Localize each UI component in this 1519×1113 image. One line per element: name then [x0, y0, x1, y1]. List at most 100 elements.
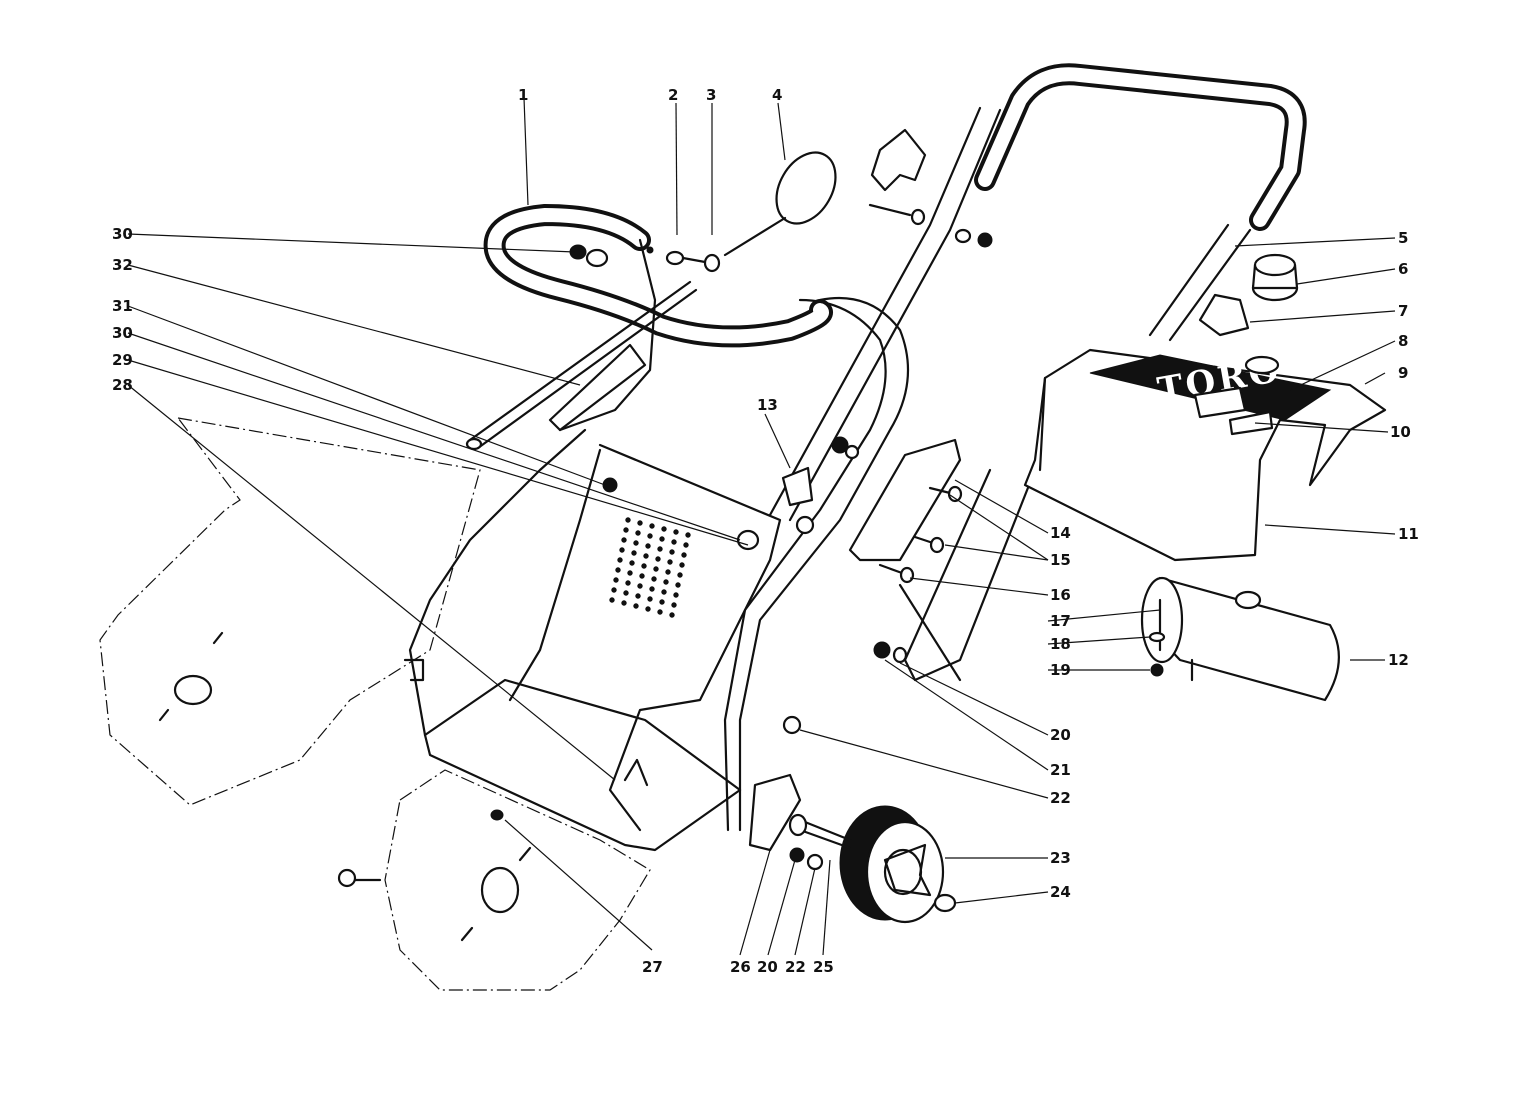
side-plate-lower — [384, 769, 651, 991]
callout-26: 26 — [730, 958, 751, 976]
perforation-hole — [657, 609, 663, 615]
perforation-hole — [649, 586, 655, 592]
callout-25: 25 — [813, 958, 834, 976]
perforation-hole — [621, 600, 627, 606]
bracket-plate — [831, 436, 962, 562]
perforation-hole — [661, 589, 667, 595]
perforation-hole — [615, 567, 621, 573]
callout-2: 2 — [668, 86, 678, 104]
perforation-hole — [621, 537, 627, 543]
perforation-hole — [625, 580, 631, 586]
callout-22-right: 22 — [1050, 789, 1071, 807]
perforation-hole — [627, 570, 633, 576]
callout-8: 8 — [1398, 332, 1408, 350]
perforation-hole — [619, 547, 625, 553]
fuel-tank — [1140, 576, 1340, 702]
callout-17: 17 — [1050, 612, 1071, 630]
perforation-hole — [685, 532, 691, 538]
handle-knob-bolt — [868, 128, 993, 248]
perforation-hole — [675, 582, 681, 588]
perforation-hole — [683, 542, 689, 548]
perforation-hole — [643, 553, 649, 559]
callout-16: 16 — [1050, 586, 1071, 604]
perforation-hole — [623, 527, 629, 533]
perforation-hole — [611, 587, 617, 593]
callout-30-lower: 30 — [112, 324, 133, 342]
perforation-hole — [667, 559, 673, 565]
perforation-hole — [671, 602, 677, 608]
ring-pin — [723, 151, 837, 257]
callout-numbers: 1 2 3 4 5 6 7 8 9 10 11 12 13 14 15 16 1… — [112, 86, 1419, 976]
callout-10: 10 — [1390, 423, 1411, 441]
perforation-hole — [679, 562, 685, 568]
perforation-hole — [657, 546, 663, 552]
side-plate-left — [99, 417, 481, 806]
perforation-hole — [659, 599, 665, 605]
perforation-hole — [659, 536, 665, 542]
callout-6: 6 — [1398, 260, 1408, 278]
callout-20-right: 20 — [1050, 726, 1071, 744]
decal-13 — [781, 466, 814, 507]
perforation-hole — [649, 523, 655, 529]
callout-3: 3 — [706, 86, 716, 104]
perforation-hole — [609, 597, 615, 603]
perforation-hole — [647, 596, 653, 602]
callout-18: 18 — [1050, 635, 1071, 653]
perforation-hole — [647, 533, 653, 539]
leader-lines — [127, 97, 1396, 956]
callout-32: 32 — [112, 256, 133, 274]
callout-5: 5 — [1398, 229, 1408, 247]
callout-28: 28 — [112, 376, 133, 394]
nut-washer-upper — [569, 244, 609, 268]
perforated-screen — [609, 517, 691, 618]
fuel-vent — [1198, 293, 1280, 375]
callout-27: 27 — [642, 958, 663, 976]
perforation-hole — [673, 592, 679, 598]
perforation-hole — [645, 606, 651, 612]
perforation-hole — [613, 577, 619, 583]
frame-body — [403, 428, 782, 852]
callout-20-bottom: 20 — [757, 958, 778, 976]
callout-11: 11 — [1398, 525, 1419, 543]
misc-hardware — [337, 477, 815, 888]
gas-cap — [1251, 253, 1299, 302]
callout-24: 24 — [1050, 883, 1071, 901]
perforation-hole — [681, 552, 687, 558]
callout-22-bottom: 22 — [785, 958, 806, 976]
perforation-hole — [641, 563, 647, 569]
perforation-hole — [633, 603, 639, 609]
perforation-hole — [635, 593, 641, 599]
perforation-hole — [661, 526, 667, 532]
callout-1: 1 — [518, 86, 528, 104]
callout-12: 12 — [1388, 651, 1409, 669]
perforation-hole — [651, 576, 657, 582]
perforation-hole — [635, 530, 641, 536]
callout-15: 15 — [1050, 551, 1071, 569]
main-handle — [768, 63, 1307, 522]
perforation-hole — [617, 557, 623, 563]
callout-4: 4 — [772, 86, 782, 104]
control-rod — [465, 280, 698, 451]
perforation-hole — [637, 583, 643, 589]
perforation-hole — [655, 556, 661, 562]
callout-13: 13 — [757, 396, 778, 414]
perforation-hole — [631, 550, 637, 556]
bail-handle — [483, 204, 910, 832]
axle — [748, 773, 852, 871]
perforation-hole — [663, 579, 669, 585]
callout-19: 19 — [1050, 661, 1071, 679]
perforation-hole — [669, 612, 675, 618]
perforation-hole — [665, 569, 671, 575]
wheel — [839, 805, 957, 924]
pivot-hardware — [646, 246, 721, 273]
perforation-hole — [653, 566, 659, 572]
callout-23: 23 — [1050, 849, 1071, 867]
perforation-hole — [673, 529, 679, 535]
callout-14: 14 — [1050, 524, 1071, 542]
callout-21: 21 — [1050, 761, 1071, 779]
callout-29: 29 — [112, 351, 133, 369]
perforation-hole — [637, 520, 643, 526]
perforation-hole — [671, 539, 677, 545]
perforation-hole — [677, 572, 683, 578]
